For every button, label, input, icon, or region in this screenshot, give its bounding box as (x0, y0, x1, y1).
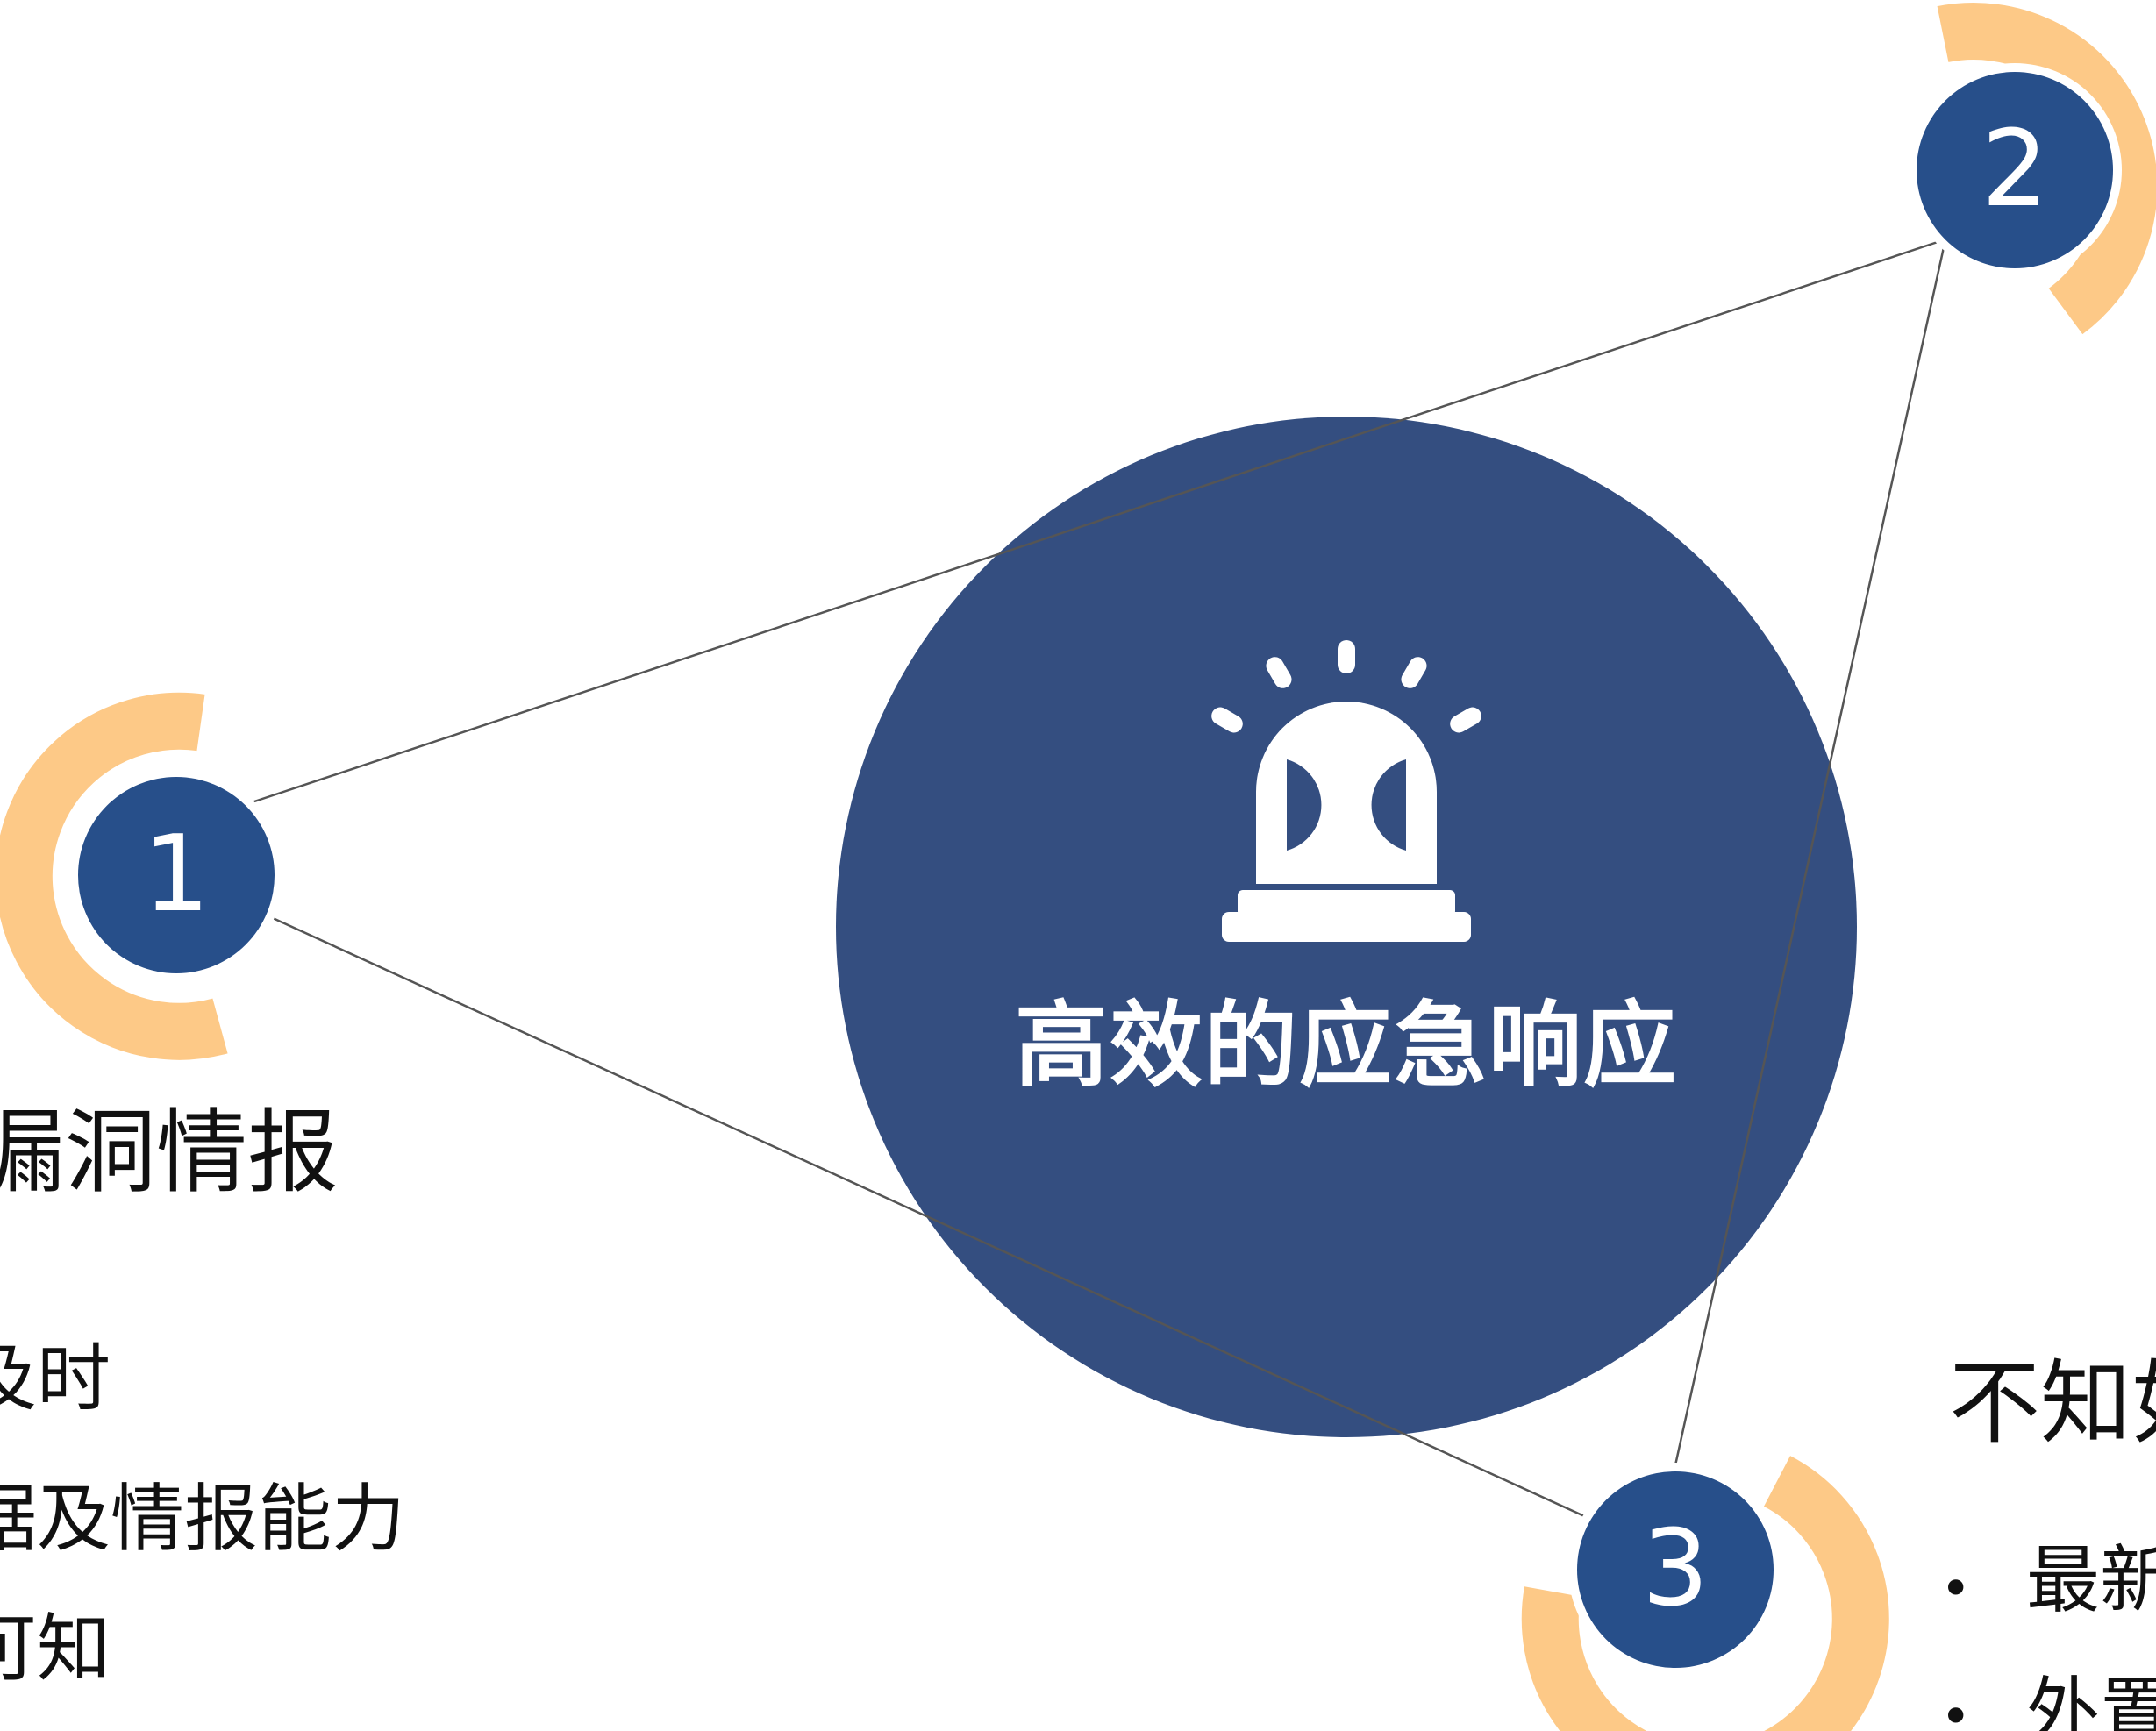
node-3-circle (1577, 1471, 1774, 1668)
siren-ray-center (1338, 640, 1355, 673)
center-title: 高效的应急响应 (1015, 992, 1678, 1100)
node-2-number: 2 (1981, 109, 2049, 231)
siren-lens-left (1287, 759, 1322, 851)
siren-ray-far-right (1450, 707, 1481, 733)
siren-ray-left (1266, 657, 1292, 688)
right-item-1: 最新 (2026, 1537, 2156, 1623)
siren-lenses (1287, 759, 1406, 851)
left-item-2: 据及情报能力 (0, 1476, 406, 1562)
siren-lens-right (1371, 759, 1406, 851)
right-heading: 不知如 (1949, 1350, 2156, 1457)
node-1-ring (0, 692, 228, 1060)
siren-ray-far-left (1211, 707, 1243, 733)
connector-2-3 (1672, 239, 1947, 1474)
connectors (243, 238, 1947, 1521)
right-bullet-1: • (1940, 1558, 1972, 1620)
left-item-3: 可知 (0, 1606, 111, 1692)
node-1-number: 1 (142, 814, 211, 936)
right-item-2: 外置 (2026, 1669, 2156, 1731)
siren-base-top (1238, 890, 1455, 916)
node-3-number: 3 (1641, 1508, 1710, 1630)
left-heading: 漏洞情报 (0, 1099, 339, 1206)
siren-ray-right (1401, 657, 1427, 688)
siren-base-bottom (1222, 912, 1471, 942)
node-1-circle (78, 777, 275, 973)
connector-1-2 (243, 238, 1946, 807)
right-bullet-2: • (1940, 1686, 1972, 1731)
node-2-circle (1917, 72, 2113, 268)
node-2-ring (1937, 3, 2156, 335)
left-item-1: 及时 (0, 1336, 111, 1421)
node-3-ring (1521, 1456, 1889, 1731)
siren-dome (1256, 702, 1437, 884)
connector-1-3 (262, 912, 1593, 1521)
